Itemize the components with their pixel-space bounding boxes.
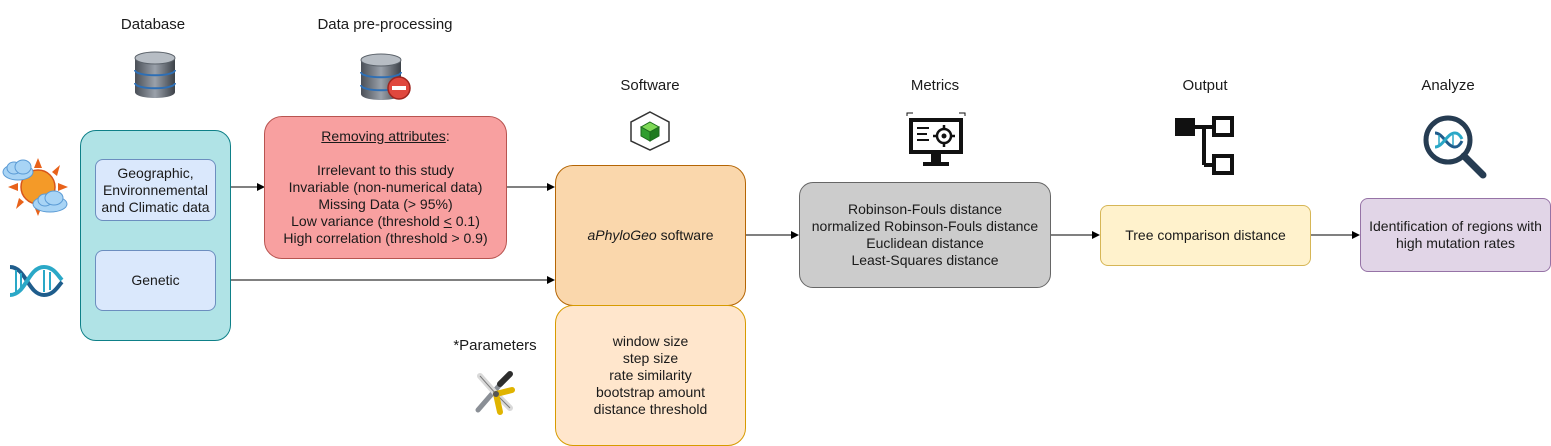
parameter-item-1: window size [612,333,689,349]
geo-line-1: Geographic, [117,164,194,181]
analyze-box: Identification of regions with high muta… [1360,198,1551,272]
monitor-settings-icon [906,112,966,166]
database-icon [134,51,176,98]
preprocessing-box: Removing attributes: Irrelevant to this … [264,116,507,259]
parameters-box: window size step size rate similarity bo… [555,305,746,446]
cube-icon [630,111,670,151]
software-box: aPhyloGeo software [555,165,746,306]
software-name: aPhyloGeo [587,227,657,243]
geo-env-climatic-box: Geographic, Environnemental and Climatic… [95,159,216,221]
parameter-item-4: bootstrap amount [596,384,705,400]
weather-icon [2,158,68,216]
metric-item-4: Least-Squares distance [851,252,999,268]
header-metrics: Metrics [910,77,960,94]
genetic-label: Genetic [131,272,180,288]
database-remove-icon [360,53,411,100]
geo-line-2: Environnemental [102,181,209,198]
parameter-item-3: rate similarity [609,367,692,383]
geo-line-3: and Climatic data [101,198,210,215]
analyze-line-2: high mutation rates [1395,235,1516,251]
preprocessing-item-3: Missing Data (> 95%) [318,196,453,212]
metric-item-2: normalized Robinson-Fouls distance [811,218,1039,234]
preprocessing-item-1: Irrelevant to this study [317,162,454,178]
header-parameters: *Parameters [453,337,537,354]
output-box: Tree comparison distance [1100,205,1311,266]
dna-icon [9,264,64,298]
low-variance-prefix: Low variance (threshold [291,213,444,229]
header-database: Database [120,16,186,33]
preprocessing-title-suffix: : [445,128,450,144]
analyze-line-1: Identification of regions with [1369,218,1542,234]
tree-icon [1175,116,1234,175]
genetic-box: Genetic [95,250,216,311]
header-output: Output [1182,77,1228,94]
metrics-box: Robinson-Fouls distance normalized Robin… [799,182,1051,288]
metric-item-1: Robinson-Fouls distance [847,201,1003,217]
preprocessing-title-line: Removing attributes: [321,128,449,145]
preprocessing-title: Removing attributes [321,128,446,144]
header-software: Software [620,77,680,94]
preprocessing-item-5: High correlation (threshold > 0.9) [283,230,488,246]
software-label: aPhyloGeo software [587,227,713,244]
header-analyze: Analyze [1421,77,1475,94]
preprocessing-item-2: Invariable (non-numerical data) [288,179,483,195]
software-suffix: software [656,227,714,243]
header-preprocessing: Data pre-processing [317,16,453,33]
tools-icon [475,371,515,415]
low-variance-suffix: 0.1) [451,213,480,229]
metric-item-3: Euclidean distance [866,235,984,251]
output-label: Tree comparison distance [1125,227,1286,243]
low-variance-symbol: < [443,213,452,229]
dna-search-icon [1423,115,1487,179]
preprocessing-item-4: Low variance (threshold < 0.1) [291,213,480,230]
parameter-item-5: distance threshold [593,401,708,417]
parameter-item-2: step size [622,350,679,366]
